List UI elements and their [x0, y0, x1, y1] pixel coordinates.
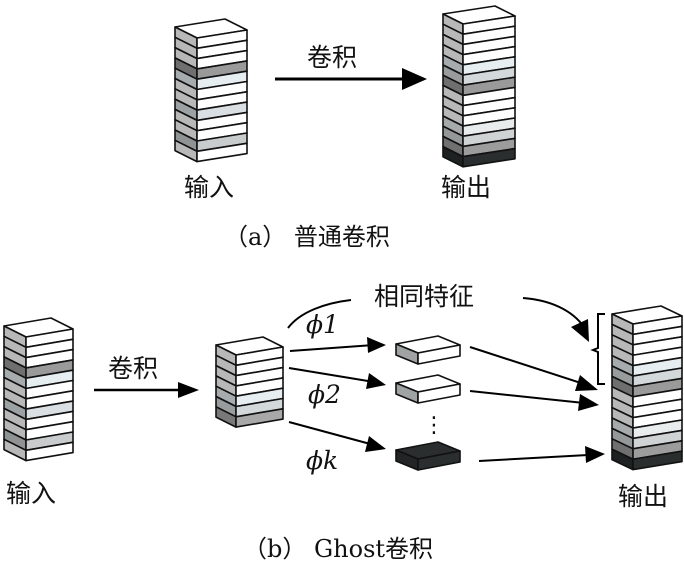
stack-layer-front [196, 142, 248, 163]
caption-a: （a） 普通卷积 [224, 223, 390, 251]
phik-arrow [288, 421, 375, 446]
panel-b: 卷积 ϕ1 ϕ2 ϕk ⋮ 相同特征 输入 输出 （b） Ghost卷积 [3, 282, 683, 563]
ghost2-to-output-arrowhead [578, 394, 599, 411]
ghost-feature-map [395, 374, 461, 404]
ghost-feature-map [395, 441, 461, 471]
ghost-map-front [417, 383, 461, 404]
input-label: 输入 [184, 173, 234, 202]
output-label: 输出 [618, 482, 668, 511]
phi1-arrowhead [367, 337, 386, 353]
phi2-label: ϕ2 [308, 380, 341, 409]
intrinsic-feature-stack [215, 336, 284, 428]
output-label: 输出 [441, 173, 491, 202]
same-feature-right-curve [522, 297, 585, 328]
same-feature-label: 相同特征 [374, 282, 474, 311]
same-feature-brace [590, 313, 605, 385]
convolution-label: 卷积 [108, 354, 158, 383]
phi2-arrow [288, 367, 375, 383]
panel-a: 卷积 输入 输出 （a） 普通卷积 [174, 5, 516, 251]
ghostk-to-output-arrow [478, 454, 589, 462]
convolution-arrowhead [402, 68, 427, 90]
input-feature-stack [174, 18, 248, 163]
stack-layer-front [632, 450, 683, 471]
caption-b: （b） Ghost卷积 [243, 535, 433, 563]
ghost1-to-output-arrow [469, 346, 585, 385]
output-feature-stack [442, 5, 516, 168]
phi1-label: ϕ1 [306, 310, 339, 339]
ghost-feature-maps [395, 335, 461, 471]
ghost-map-front [417, 344, 461, 365]
ghost-map-front [417, 450, 461, 471]
stack-layer-front [25, 441, 74, 462]
output-feature-stack [611, 305, 683, 471]
convolution-label: 卷积 [307, 43, 357, 72]
ellipsis: ⋮ [423, 413, 445, 438]
ghost1-to-output-arrowhead [575, 375, 598, 391]
ghost2-to-output-arrow [469, 390, 585, 404]
phik-arrowhead [365, 436, 386, 452]
same-feature-left-curve [287, 299, 352, 329]
phi1-arrow [289, 344, 375, 352]
phik-label: ϕk [306, 446, 338, 475]
stack-layer-front [462, 147, 516, 168]
same-feature-arrowhead [571, 319, 589, 342]
convolution-arrowhead [178, 382, 199, 398]
input-label: 输入 [6, 479, 56, 508]
ghostk-to-output-arrowhead [585, 446, 605, 463]
ghost-feature-map [395, 335, 461, 365]
stack-layer-front [235, 407, 284, 428]
phi2-arrowhead [366, 373, 386, 389]
input-feature-stack [3, 317, 74, 462]
